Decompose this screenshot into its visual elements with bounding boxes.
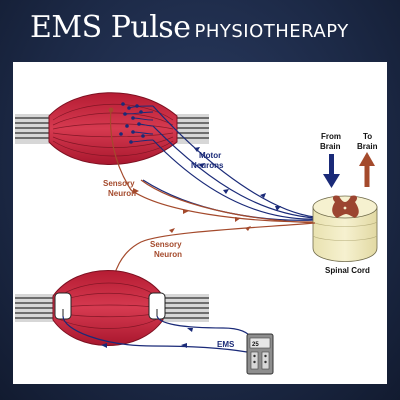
sensory-neuron-arrows	[133, 188, 241, 222]
lower-muscle-left-tendon	[15, 294, 57, 322]
motor-neurons-label-1: Motor	[199, 151, 221, 160]
ems-electrode-right	[148, 292, 166, 320]
upper-muscle-fibers	[52, 103, 174, 157]
sensory-lower-label-1: Sensory	[150, 240, 182, 249]
sensory-neuron-lower-label: Sensory Neuron	[150, 240, 182, 259]
motor-neurons	[142, 105, 316, 221]
sensory-neuron-lower-arrows	[169, 226, 251, 233]
sensory-neuron-cell-body	[108, 107, 114, 113]
brand-main: EMS Pulse	[30, 10, 191, 45]
motor-neurons-label: Motor Neurons	[191, 151, 224, 170]
reflex-diagram: Motor Neurons Sensory Neuron From Brain …	[15, 92, 378, 375]
upper-muscle-belly	[48, 92, 178, 165]
sensory-upper-label-2: Neuron	[108, 189, 136, 198]
sensory-neuron-upper-path	[109, 109, 316, 224]
to-brain-label-2: Brain	[357, 142, 378, 151]
from-brain-label-2: Brain	[320, 142, 341, 151]
ems-electrode-left	[54, 292, 72, 320]
from-brain-label-1: From	[321, 132, 341, 141]
motor-neuron-arrows	[194, 147, 281, 211]
from-brain: From Brain	[320, 132, 341, 188]
ems-wires	[62, 315, 254, 353]
lower-muscle-right-tendon	[159, 294, 209, 322]
sensory-neuron-lower-path	[110, 222, 316, 293]
sensory-neuron-upper-label: Sensory Neuron	[103, 179, 136, 198]
upper-muscle-right-tendon	[173, 114, 209, 144]
upper-muscle	[15, 92, 209, 165]
upper-muscle-left-tendon	[15, 114, 53, 144]
to-brain-label-1: To	[363, 132, 372, 141]
sensory-lower-label-2: Neuron	[154, 250, 182, 259]
motor-nerve-branches	[124, 105, 154, 143]
lower-muscle	[15, 270, 209, 346]
to-brain-arrow-icon	[359, 152, 375, 187]
svg-text:25: 25	[252, 342, 259, 348]
spinal-cord: Spinal Cord	[312, 195, 378, 275]
motor-neurons-label-2: Neurons	[191, 161, 224, 170]
from-brain-arrow-icon	[323, 154, 340, 188]
ems-wire-arrows	[101, 328, 193, 348]
ems-label: EMS	[217, 340, 235, 349]
spinal-cord-segment-lines	[312, 221, 378, 241]
brand-sub: PHYSIOTHERAPY	[194, 21, 349, 42]
ems-device-icon: 25	[246, 333, 274, 375]
spinal-cord-label: Spinal Cord	[325, 266, 370, 275]
diagram-panel: Motor Neurons Sensory Neuron From Brain …	[13, 62, 387, 384]
lower-muscle-belly	[52, 270, 164, 346]
to-brain: To Brain	[357, 132, 378, 187]
sensory-upper-label-1: Sensory	[103, 179, 135, 188]
